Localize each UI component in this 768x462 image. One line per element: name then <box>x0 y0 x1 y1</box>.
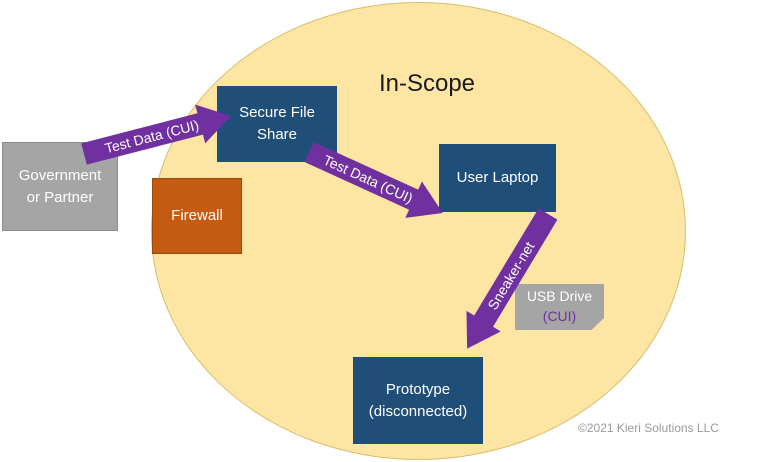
secure-file-share-box: Secure File Share <box>217 86 337 162</box>
usb-drive-label: USB Drive <box>526 288 593 304</box>
arrow-share-to-laptop-label: Test Data (CUI) <box>321 152 415 207</box>
user-laptop-box: User Laptop <box>439 144 556 212</box>
arrow-gov-to-share: Test Data (CUI) <box>81 104 232 165</box>
arrow-laptop-to-prototype-label: Sneaker-net <box>484 239 537 313</box>
firewall-box: Firewall <box>152 178 242 254</box>
prototype-box: Prototype (disconnected) <box>353 357 483 444</box>
government-partner-box: Government or Partner <box>2 142 118 231</box>
usb-drive-card: USB Drive (CUI) <box>515 284 604 330</box>
usb-drive-cui-label: (CUI) <box>542 308 577 324</box>
arrow-share-to-laptop: Test Data (CUI) <box>304 141 443 218</box>
arrow-laptop-to-prototype: Sneaker-net <box>466 208 558 349</box>
scope-title: In-Scope <box>378 70 476 97</box>
copyright-notice: ©2021 Kieri Solutions LLC <box>578 421 719 435</box>
